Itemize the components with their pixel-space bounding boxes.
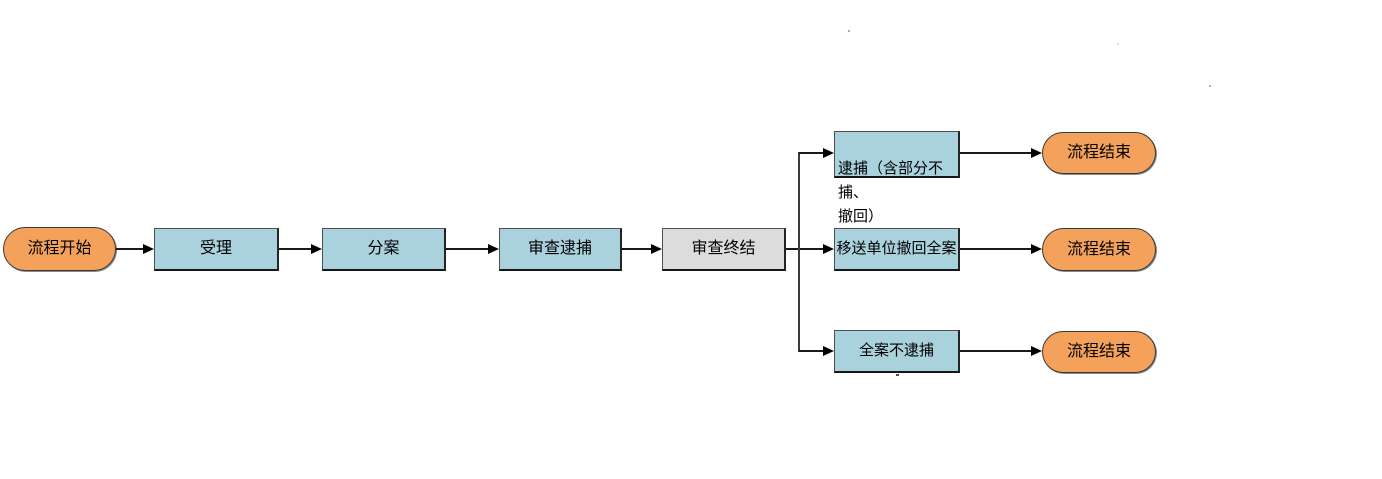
- node-accept-label: 受理: [199, 240, 232, 258]
- edge-accept-assign-arrowhead-icon: [311, 244, 322, 254]
- edge-conclude-withdraw-line: [786, 248, 824, 250]
- edge-conclude-no-arrest-arrowhead-icon: [823, 346, 834, 356]
- node-whole-case-no-arrest: 全案不逮捕: [834, 330, 960, 373]
- node-unit-withdraw-case-label: 移送单位撤回全案: [836, 241, 957, 257]
- edge-start-accept-arrowhead-icon: [143, 244, 154, 254]
- node-arrest-outcome: 逮捕（含部分不捕、 撤回）: [834, 131, 960, 225]
- edge-review-arrest-conclude-line: [622, 248, 652, 250]
- edge-conclude-no-arrest-line: [799, 350, 824, 352]
- edge-withdraw-end-arrowhead-icon: [1031, 244, 1042, 254]
- edge-assign-review-arrest-line: [446, 248, 489, 250]
- node-start-label: 流程开始: [27, 240, 92, 258]
- edge-assign-review-arrest-arrowhead-icon: [488, 244, 499, 254]
- node-end-bottom-label: 流程结束: [1066, 343, 1131, 361]
- node-end-top-label: 流程结束: [1066, 144, 1131, 162]
- node-unit-withdraw-case: 移送单位撤回全案: [834, 228, 960, 271]
- node-end-top: 流程结束: [1042, 132, 1156, 174]
- edge-no-arrest-end-line: [960, 350, 1032, 352]
- node-end-middle-label: 流程结束: [1066, 240, 1131, 258]
- edge-withdraw-end-line: [960, 248, 1032, 250]
- stray-pixel-artifact: [848, 30, 850, 32]
- node-end-bottom: 流程结束: [1042, 331, 1156, 373]
- node-start: 流程开始: [3, 227, 116, 271]
- node-arrest-outcome-label: 逮捕（含部分不捕、 撤回）: [838, 161, 944, 225]
- edge-review-arrest-conclude-arrowhead-icon: [651, 244, 662, 254]
- branch-trunk-vline: [798, 152, 800, 352]
- node-end-middle: 流程结束: [1042, 228, 1156, 271]
- edge-conclude-withdraw-arrowhead-icon: [823, 244, 834, 254]
- edge-arrest-outcome-end-line: [960, 152, 1032, 154]
- node-accept: 受理: [154, 228, 279, 271]
- node-assign-case: 分案: [322, 228, 446, 271]
- edge-arrest-outcome-end-arrowhead-icon: [1031, 148, 1042, 158]
- stray-pixel-artifact: [1209, 85, 1211, 87]
- edge-start-accept-line: [116, 248, 144, 250]
- stray-pixel-artifact: [896, 374, 899, 376]
- node-review-conclude-label: 审查终结: [691, 240, 756, 258]
- edge-conclude-arrest-outcome-line: [799, 152, 824, 154]
- node-whole-case-no-arrest-label: 全案不逮捕: [858, 343, 934, 359]
- node-review-conclude: 审查终结: [662, 228, 786, 271]
- edge-conclude-arrest-outcome-arrowhead-icon: [823, 148, 834, 158]
- node-review-arrest-label: 审查逮捕: [527, 240, 592, 258]
- edge-accept-assign-line: [279, 248, 312, 250]
- node-review-arrest: 审查逮捕: [499, 228, 622, 271]
- stray-pixel-artifact: [1117, 43, 1119, 45]
- node-assign-case-label: 分案: [367, 240, 400, 258]
- edge-no-arrest-end-arrowhead-icon: [1031, 346, 1042, 356]
